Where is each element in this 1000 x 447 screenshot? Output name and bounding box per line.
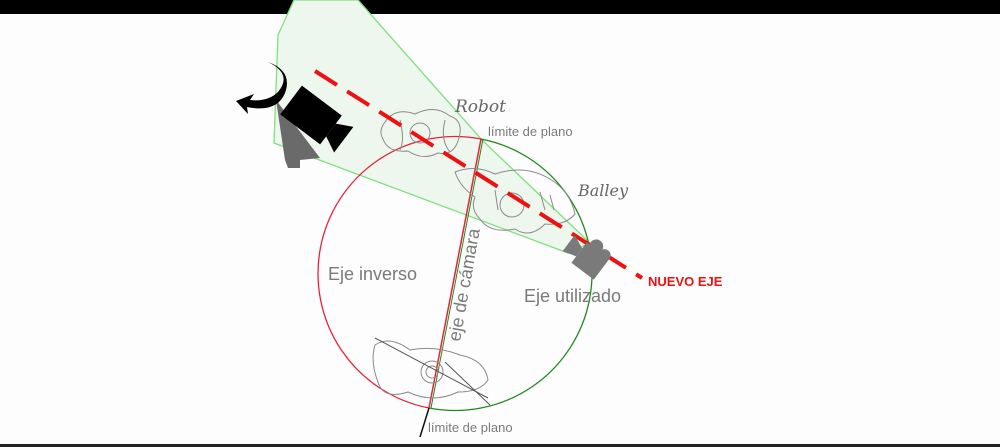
camera-axis-label: eje de cámara bbox=[444, 226, 484, 343]
top-black-bar bbox=[0, 0, 1000, 14]
camera-axis-extension bbox=[419, 407, 430, 438]
used-axis-arc bbox=[428, 138, 593, 412]
camera-icon bbox=[276, 85, 354, 168]
used-axis-label: Eje utilizado bbox=[524, 286, 621, 306]
bottom-black-bar bbox=[0, 444, 1000, 447]
balley-label: Balley bbox=[577, 181, 629, 200]
plane-limit-bottom-label: límite de plano bbox=[428, 420, 513, 435]
robot-label: Robot bbox=[454, 97, 506, 117]
new-axis-label: NUEVO EJE bbox=[648, 274, 723, 289]
camera-axis-line-green bbox=[430, 138, 484, 409]
rotation-arrow-icon bbox=[236, 62, 287, 114]
second-camera-icon bbox=[562, 235, 611, 280]
camera-axis-line-red bbox=[428, 138, 482, 409]
car-sketch bbox=[372, 337, 491, 406]
inverse-axis-label: Eje inverso bbox=[328, 264, 417, 284]
plane-limit-top-label: límite de plano bbox=[488, 124, 573, 139]
